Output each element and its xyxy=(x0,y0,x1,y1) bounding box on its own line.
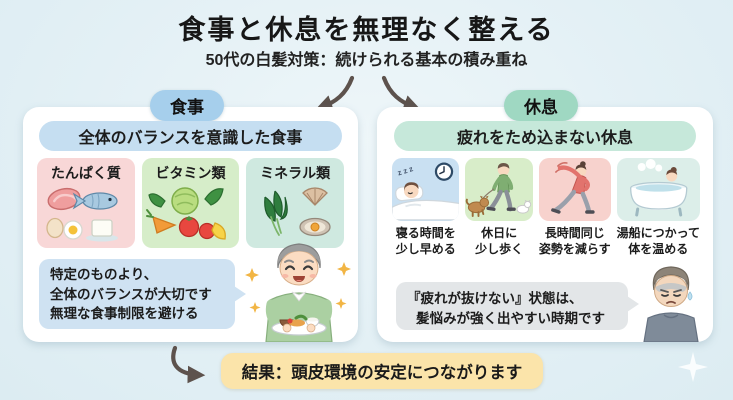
mineral-foods-illustration xyxy=(264,187,331,237)
bubble-tail xyxy=(627,296,639,312)
diet-note-line: 無理な食事制限を避ける xyxy=(50,306,199,322)
sparkle-icon xyxy=(245,262,351,313)
nutrient-row: たんぱく質 xyxy=(37,158,345,248)
rest-tips-row: z z z 寝る時間を xyxy=(392,158,701,257)
diet-panel-header: 全体のバランスを意識した食事 xyxy=(39,121,342,151)
page-title: 食事と休息を無理なく整える xyxy=(178,15,555,45)
tip-label: 休日に 少し歩く xyxy=(475,226,524,257)
zzz-text: z z z xyxy=(396,164,414,177)
happy-senior-man-illustration xyxy=(245,243,351,342)
rest-tip-stretch: 長時間同じ 姿勢を減らす xyxy=(538,158,611,257)
rest-tip-walk: 休日に 少し歩く xyxy=(465,158,533,257)
nutrient-label: たんぱく質 xyxy=(50,165,121,181)
tip-label: 寝る時間を 少し早める xyxy=(395,226,456,257)
arrow-to-rest-icon xyxy=(381,75,421,112)
rest-tip-bath: 湯船につかって 体を温める xyxy=(616,158,701,257)
diet-panel: 食事 全体のバランスを意識した食事 たんぱく質 xyxy=(23,90,358,342)
vitamin-vegetables-illustration xyxy=(145,187,226,240)
stretching-person-illustration xyxy=(550,161,595,214)
page-subtitle: 50代の白髪対策：続けられる基本の積み重ね xyxy=(205,52,528,69)
nutrient-card-protein: たんぱく質 xyxy=(37,158,135,248)
nutrient-label: ビタミン類 xyxy=(155,165,226,181)
sleeping-person-with-clock-illustration: z z z xyxy=(392,162,460,221)
walking-with-dog-illustration xyxy=(466,163,532,217)
diet-note-bubble: 特定のものより、 全体のバランスが大切です 無理な食事制限を避ける xyxy=(39,259,246,329)
tip-label: 長時間同じ 姿勢を減らす xyxy=(538,226,611,257)
result-badge: 結果：頭皮環境の安定につながります xyxy=(221,353,543,389)
arrow-to-result-icon xyxy=(171,345,206,384)
rest-note-line: 『疲れが抜けない』状態は、 xyxy=(407,291,583,306)
tip-label: 湯船につかって 体を温める xyxy=(616,226,701,257)
sparkle-icon xyxy=(678,352,708,382)
arrow-to-diet-icon xyxy=(315,75,355,112)
rest-note-line: 髪悩みが強く出やすい時期です xyxy=(416,310,605,326)
protein-foods-illustration xyxy=(46,187,118,242)
split-arrows xyxy=(315,75,421,112)
nutrient-card-mineral: ミネラル類 xyxy=(246,158,345,248)
rest-panel: 休息 疲れをため込まない休息 z z z xyxy=(377,90,713,342)
diet-badge: 食事 xyxy=(150,90,224,121)
rest-panel-header: 疲れをため込まない休息 xyxy=(394,121,696,151)
diet-note-line: 特定のものより、 xyxy=(50,267,158,282)
nutrient-card-vitamin: ビタミン類 xyxy=(141,158,240,248)
bubble-tail xyxy=(234,286,246,302)
rest-note-bubble: 『疲れが抜けない』状態は、 髪悩みが強く出やすい時期です xyxy=(396,282,639,330)
rest-tip-sleep: z z z 寝る時間を xyxy=(392,158,460,257)
bathtub-illustration xyxy=(629,159,687,217)
nutrient-label: ミネラル類 xyxy=(260,165,331,181)
tired-senior-man-illustration xyxy=(643,266,699,342)
rest-badge: 休息 xyxy=(504,90,578,121)
diet-note-line: 全体のバランスが大切です xyxy=(50,286,212,302)
